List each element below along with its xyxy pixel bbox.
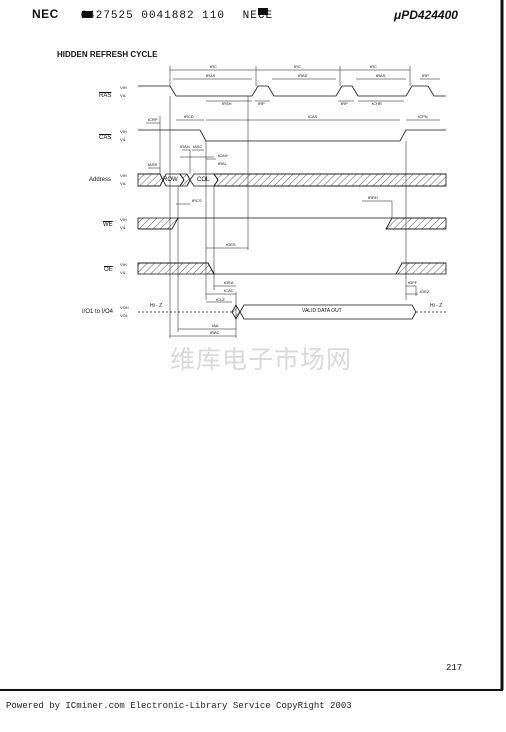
timing-trc-2: tRC bbox=[294, 64, 301, 69]
signal-cas: CAS bbox=[99, 135, 112, 141]
timing-tcac: tCAC bbox=[224, 288, 234, 293]
timing-arrows bbox=[146, 66, 440, 338]
level-ras-vih: VIH bbox=[120, 85, 127, 90]
part-number: μPD424400 bbox=[394, 8, 458, 22]
timing-trac: tRAC bbox=[210, 330, 220, 335]
timing-trah: tRAH bbox=[180, 144, 190, 149]
doc-tag: NECE bbox=[242, 10, 274, 22]
oe-waveform bbox=[137, 262, 447, 275]
timing-tcrp: tCRP bbox=[148, 117, 158, 122]
footer-credit: Powered by ICminer.com Electronic-Librar… bbox=[6, 701, 352, 711]
header-brand-line: NEC 6427525 0041882 110 NECE bbox=[32, 8, 273, 22]
level-addr-vil: VIL bbox=[120, 181, 127, 186]
level-io-voh: VOH bbox=[120, 305, 129, 310]
timing-trc-3: tRC bbox=[370, 64, 377, 69]
level-ras-vil: VIL bbox=[120, 93, 127, 98]
timing-toff: tOFF bbox=[408, 280, 418, 285]
signal-ras: RAS bbox=[99, 93, 112, 99]
cas-waveform bbox=[138, 129, 446, 142]
page-number: 217 bbox=[446, 663, 463, 673]
doc-code: 6427525 0041882 110 bbox=[80, 10, 225, 22]
timing-trcs: tRCS bbox=[192, 198, 202, 203]
level-cas-vih: VIH bbox=[120, 129, 127, 134]
level-cas-vil: VIL bbox=[120, 137, 127, 142]
watermark-text: 维库电子市场网 bbox=[170, 345, 353, 374]
signal-oe: OE bbox=[104, 267, 113, 273]
level-oe-vil: VIL bbox=[120, 270, 127, 275]
bus-col-label: COL bbox=[197, 177, 210, 183]
timing-toea: tOEA bbox=[224, 280, 234, 285]
timing-tclz: tCLZ bbox=[216, 297, 225, 302]
brand-logo: NEC bbox=[32, 7, 59, 21]
timing-trp-2: tRP bbox=[341, 101, 348, 106]
timing-tasc: tASC bbox=[193, 144, 203, 149]
timing-tral: tRAL bbox=[218, 161, 227, 166]
timing-taa: tAA bbox=[212, 323, 219, 328]
signal-io: I/O1 to I/O4 bbox=[82, 309, 114, 315]
address-bus bbox=[137, 173, 447, 187]
timing-trp-1: tRP bbox=[258, 101, 265, 106]
ras-waveform bbox=[138, 85, 446, 97]
hiz-left-label: Hi - Z bbox=[150, 303, 163, 309]
timing-trc-1: tRC bbox=[210, 64, 217, 69]
timing-tcpn: tCPN bbox=[418, 114, 428, 119]
io-bus bbox=[138, 304, 446, 320]
level-we-vih: VIH bbox=[120, 217, 127, 222]
valid-data-label: VALID DATA OUT bbox=[302, 308, 342, 314]
level-io-vol: VOL bbox=[120, 313, 129, 318]
timing-trrh: tRRH bbox=[368, 195, 378, 200]
timing-toez: tOEZ bbox=[420, 289, 430, 294]
timing-tasr: tASR bbox=[148, 162, 158, 167]
timing-tchr: tCHR bbox=[372, 101, 382, 106]
level-we-vil: VIL bbox=[120, 225, 127, 230]
hiz-right-label: Hi - Z bbox=[430, 303, 443, 309]
we-waveform bbox=[137, 217, 447, 230]
level-oe-vih: VIH bbox=[120, 262, 127, 267]
timing-trp-3: tRP bbox=[422, 73, 429, 78]
timing-tras-2: tRAS bbox=[298, 73, 308, 78]
level-addr-vih: VIH bbox=[120, 173, 127, 178]
signal-we: WE bbox=[103, 222, 113, 228]
timing-tras-1: tRAS bbox=[206, 73, 216, 78]
signal-address: Address bbox=[89, 177, 112, 183]
timing-trsh: tRSH bbox=[222, 101, 232, 106]
page-title: HIDDEN REFRESH CYCLE bbox=[57, 50, 158, 59]
timing-trcd: tRCD bbox=[184, 114, 194, 119]
timing-tcah: tCAH bbox=[218, 153, 228, 158]
timing-tras-3: tRAS bbox=[376, 73, 386, 78]
bus-row-label: ROW bbox=[163, 177, 178, 183]
timing-toes: tOES bbox=[226, 242, 236, 247]
timing-tcas: tCAS bbox=[308, 114, 318, 119]
